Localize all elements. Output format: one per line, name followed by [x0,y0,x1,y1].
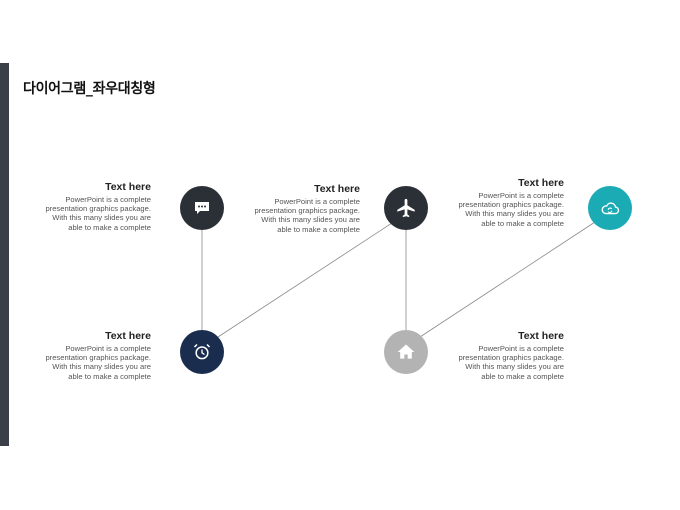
block-body: PowerPoint is a complete presentation gr… [458,191,564,228]
cloud-sync-icon [601,202,620,215]
text-block: Text here PowerPoint is a complete prese… [0,181,151,232]
block-heading: Text here [518,177,564,189]
home-icon [397,344,415,359]
connector-line [217,222,393,338]
text-block: Text here PowerPoint is a complete prese… [200,183,360,234]
node-chat [180,186,224,230]
side-accent-bar [0,63,9,446]
block-heading: Text here [314,183,360,195]
block-body: PowerPoint is a complete presentation gr… [254,197,360,234]
block-body: PowerPoint is a complete presentation gr… [45,195,151,232]
connector-line [419,221,596,338]
block-body: PowerPoint is a complete presentation gr… [45,344,151,381]
block-heading: Text here [105,181,151,193]
text-block: Text here PowerPoint is a complete prese… [404,330,564,381]
block-heading: Text here [105,330,151,342]
node-airplane [384,186,428,230]
block-body: PowerPoint is a complete presentation gr… [458,344,564,381]
text-block: Text here PowerPoint is a complete prese… [0,330,151,381]
chat-icon [195,202,209,214]
node-home [384,330,428,374]
alarm-clock-icon [193,343,211,360]
node-alarm [180,330,224,374]
airplane-icon [397,198,415,218]
block-heading: Text here [518,330,564,342]
page-title: 다이어그램_좌우대칭형 [23,81,156,97]
node-cloud [588,186,632,230]
text-block: Text here PowerPoint is a complete prese… [404,177,564,228]
